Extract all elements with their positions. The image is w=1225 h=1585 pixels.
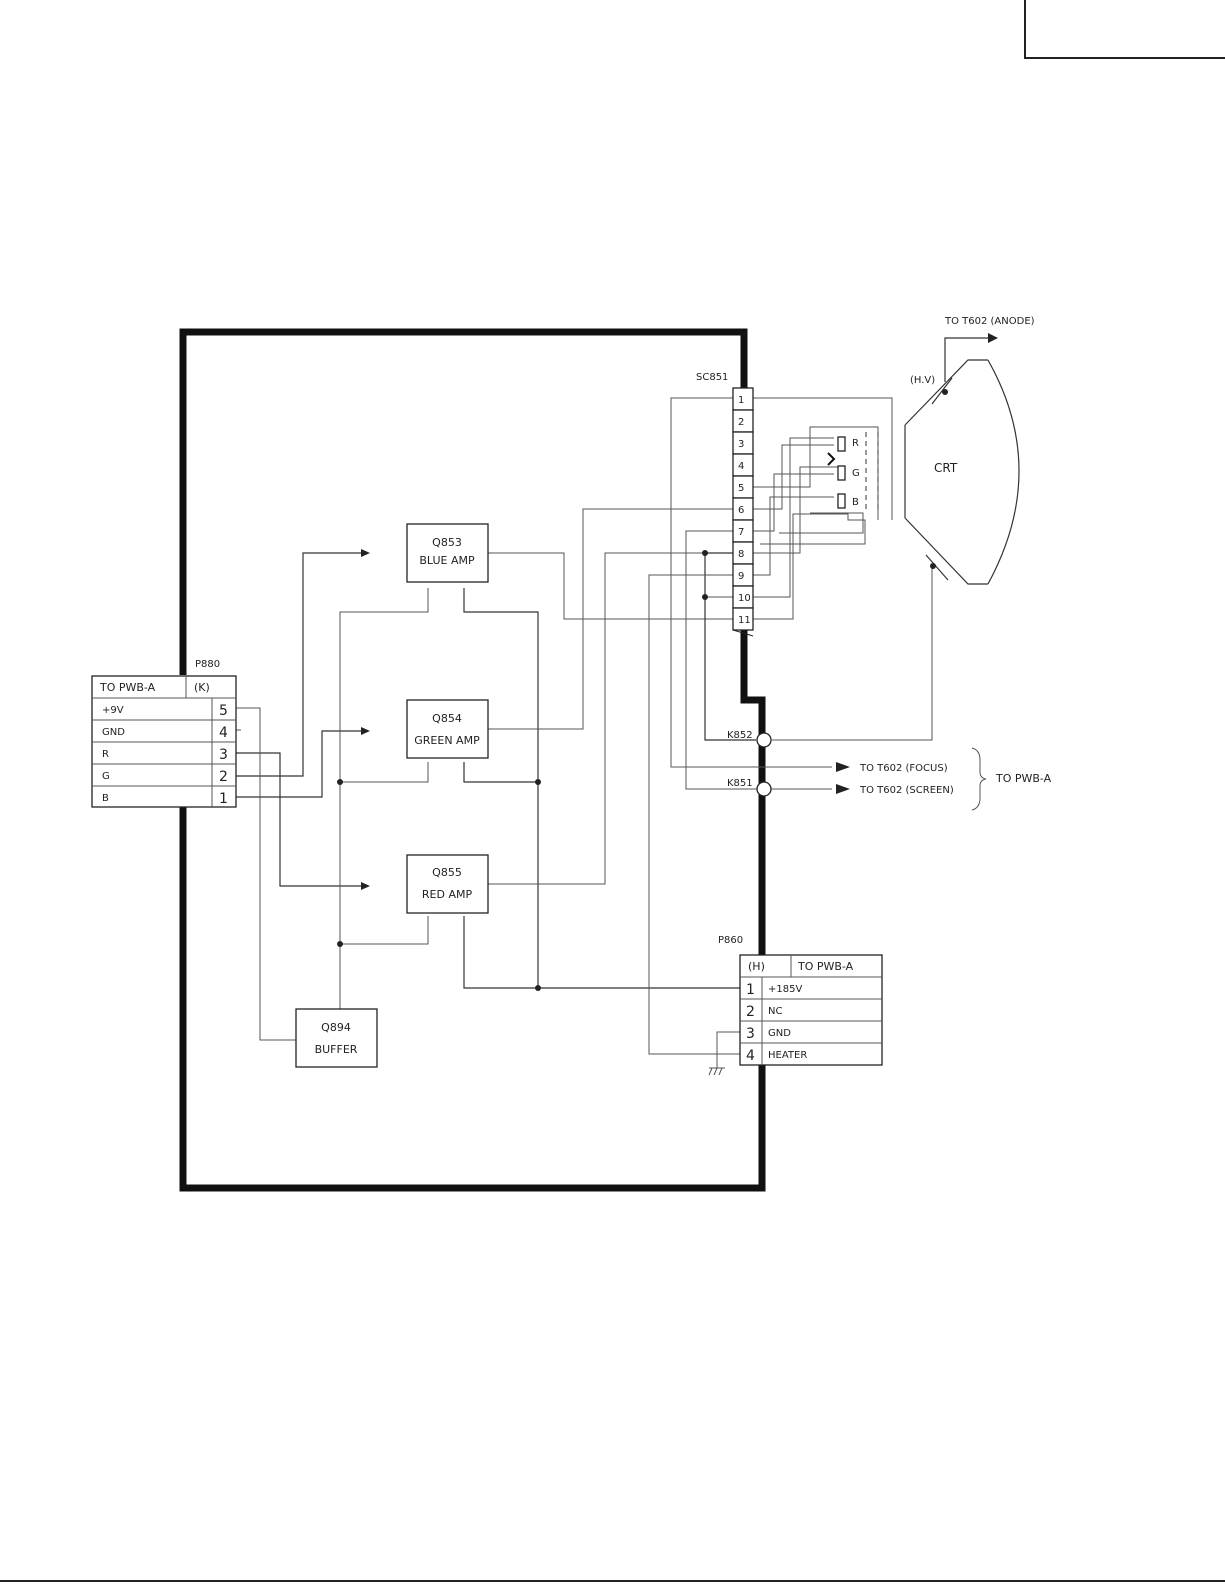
k852-label: K852 [727, 730, 753, 741]
hv-label: (H.V) [910, 375, 935, 386]
p880-header-dest: TO PWB-A [99, 681, 156, 694]
p880-row-pin: 2 [219, 769, 228, 785]
red-amp-ref: Q855 [432, 866, 462, 879]
buffer-block: Q894 BUFFER [296, 1009, 377, 1067]
p860-row-signal: +185V [768, 984, 802, 995]
sc851-pin-number: 6 [738, 505, 744, 516]
sc851-ref: SC851 [696, 372, 728, 383]
pwb-board-outline [183, 332, 762, 1188]
sc851-pin-number: 11 [738, 615, 751, 626]
crt-label: CRT [934, 461, 958, 475]
sc851-pin-number: 7 [738, 527, 744, 538]
p860-row-signal: GND [768, 1028, 791, 1039]
p880-row-pin: 5 [219, 703, 228, 719]
p860-ref: P860 [718, 935, 743, 946]
sc851-pin-number: 10 [738, 593, 751, 604]
sc851-pin-number: 9 [738, 571, 744, 582]
gun-r-label: R [852, 438, 859, 449]
to-pwb-label: TO PWB-A [995, 772, 1052, 785]
gun-b-label: B [852, 497, 859, 508]
p880-row-signal: +9V [102, 705, 124, 716]
red-amp-block: Q855 RED AMP [407, 855, 488, 913]
blue-amp-block: Q853 BLUE AMP [407, 524, 488, 582]
blue-amp-ref: Q853 [432, 536, 462, 549]
sc851-pin-number: 4 [738, 461, 744, 472]
p880-ref: P880 [195, 659, 220, 670]
p860-row-pin: 3 [746, 1026, 755, 1042]
buffer-name: BUFFER [315, 1043, 358, 1056]
p860-row-signal: NC [768, 1006, 782, 1017]
p860-connector: P860 (H) TO PWB-A 1 +185V 2 NC 3 GND 4 HEATER [718, 935, 882, 1065]
p860-row-pin: 2 [746, 1004, 755, 1020]
red-amp-name: RED AMP [422, 888, 473, 901]
sc851-connector: 1 2 3 4 5 6 7 8 9 10 11 [733, 388, 753, 636]
p880-row-signal: G [102, 771, 110, 782]
blue-amp-name: BLUE AMP [419, 554, 475, 567]
p860-row-pin: 1 [746, 982, 755, 998]
p860-header-code: (H) [748, 960, 765, 973]
p860-row-pin: 4 [746, 1048, 755, 1064]
corner-title-box [1025, 0, 1225, 58]
k852-terminal [757, 733, 771, 747]
p880-row-pin: 1 [219, 791, 228, 807]
buffer-ref: Q894 [321, 1021, 351, 1034]
p860-header-dest: TO PWB-A [797, 960, 854, 973]
green-amp-ref: Q854 [432, 712, 462, 725]
sc851-pin-number: 1 [738, 395, 744, 406]
k851-label: K851 [727, 778, 753, 789]
p880-row-pin: 3 [219, 747, 228, 763]
k851-terminal [757, 782, 771, 796]
p860-row-signal: HEATER [768, 1050, 807, 1061]
p880-header-code: (K) [194, 681, 210, 694]
green-amp-block: Q854 GREEN AMP [407, 700, 488, 758]
crt-tube [828, 333, 1019, 584]
sc851-pin-number: 3 [738, 439, 744, 450]
sc851-pin-number: 5 [738, 483, 744, 494]
sc851-pin-number: 2 [738, 417, 744, 428]
sc851-pin-number: 8 [738, 549, 744, 560]
focus-label: TO T602 (FOCUS) [859, 763, 948, 774]
p880-row-signal: R [102, 749, 109, 760]
p880-row-signal: B [102, 793, 109, 804]
green-amp-name: GREEN AMP [414, 734, 480, 747]
anode-label: TO T602 (ANODE) [944, 316, 1035, 327]
screen-label: TO T602 (SCREEN) [859, 785, 954, 796]
p880-row-pin: 4 [219, 725, 228, 741]
p880-row-signal: GND [102, 727, 125, 738]
gun-g-label: G [852, 468, 860, 479]
